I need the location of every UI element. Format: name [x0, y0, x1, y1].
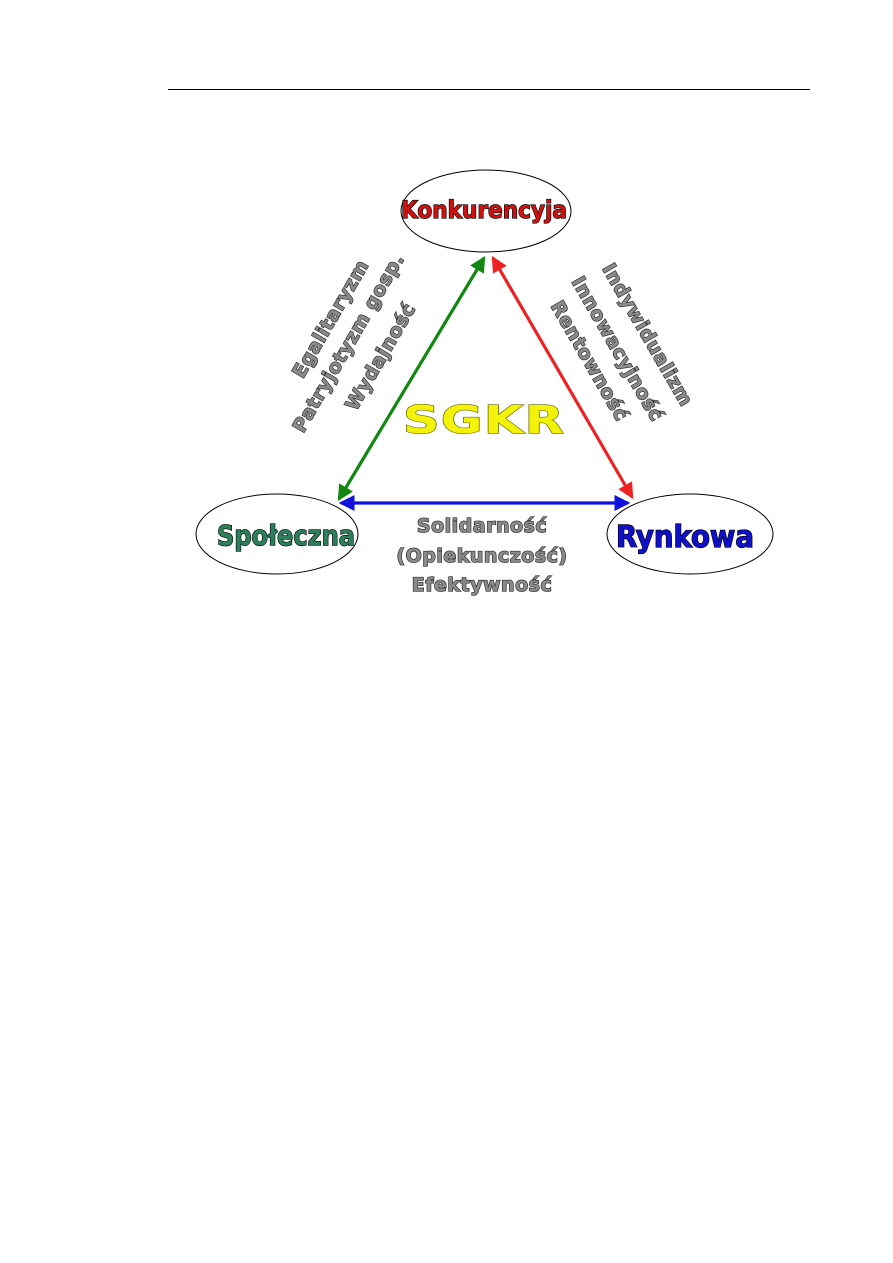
edge-labels-bottom: Solidarność (Opiekunczość) Efektywność — [396, 514, 568, 596]
edge-labels-left: Egalitaryzm Patryjotyzm gosp. Wydajność — [288, 249, 421, 437]
node-konkurencyja: Konkurencyja — [400, 169, 572, 253]
edge-label-efektywnosc: Efektywność — [412, 574, 552, 596]
node-label-konkurencyja: Konkurencyja — [401, 196, 567, 224]
edge-label-solidarnosc: Solidarność — [417, 515, 547, 537]
edge-labels-right: Indywidualizm Innowacyjność Rentowność — [545, 259, 697, 426]
center-label-sgkr: SGKR — [403, 398, 565, 442]
arrow-konkurencyja-rynkowa — [491, 255, 634, 500]
node-ellipse — [195, 493, 359, 575]
node-spoleczna: Społeczna — [195, 493, 359, 575]
node-ellipse — [400, 169, 572, 253]
arrow-spoleczna-konkurencyja — [337, 255, 486, 502]
node-rynkowa: Rynkowa — [606, 493, 774, 575]
node-label-rynkowa: Rynkowa — [616, 520, 754, 555]
node-ellipse — [606, 493, 774, 575]
node-label-spoleczna: Społeczna — [217, 519, 355, 552]
header-rule — [168, 89, 810, 90]
edge-label-opiekunczosc: (Opiekunczość) — [396, 545, 567, 567]
